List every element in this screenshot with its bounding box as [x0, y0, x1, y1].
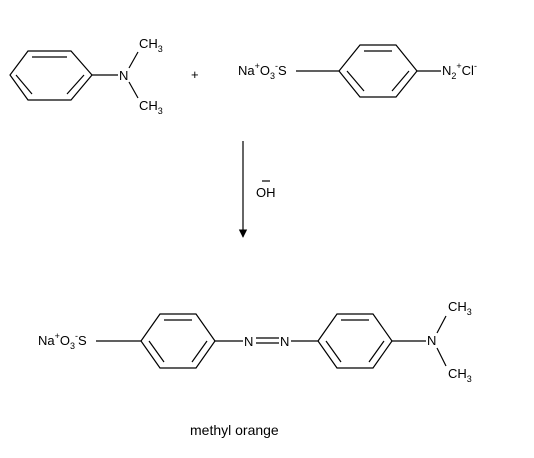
benzene-ring-4: [317, 313, 393, 369]
methyl-top-label: CH3: [139, 36, 163, 54]
benzene-ring-1: [9, 50, 93, 101]
plus-sign: +: [191, 67, 199, 82]
product-methyl-bond-top: [436, 315, 447, 334]
methyl-bond-bottom: [128, 81, 139, 99]
product-caption: methyl orange: [190, 422, 279, 438]
benzene-ring-2: [338, 44, 418, 98]
methyl-bottom-label: CH3: [139, 98, 163, 116]
hydroxide-label: OH: [256, 185, 276, 200]
diazonium-chloride-label: N2+Cl-: [442, 61, 477, 81]
sulfonate-group-label: Na+O3-S: [238, 61, 287, 81]
amine-n-label: N: [119, 68, 128, 83]
methyl-orange: Na+O3-S N N N CH3 CH3: [38, 299, 472, 384]
diazonium-salt: Na+O3-S N2+Cl-: [238, 44, 477, 98]
methyl-bond-top: [128, 51, 139, 69]
product-amine-n-label: N: [427, 333, 436, 348]
product-methyl-top-label: CH3: [448, 299, 472, 317]
azo-n1-label: N: [244, 334, 253, 349]
benzene-ring-3: [140, 313, 216, 369]
azo-n2-label: N: [280, 334, 289, 349]
product-methyl-bond-bottom: [436, 347, 447, 367]
product-sulfonate-label: Na+O3-S: [38, 331, 87, 351]
product-methyl-bottom-label: CH3: [448, 366, 472, 384]
dimethylaniline: N CH3 CH3: [9, 36, 163, 116]
